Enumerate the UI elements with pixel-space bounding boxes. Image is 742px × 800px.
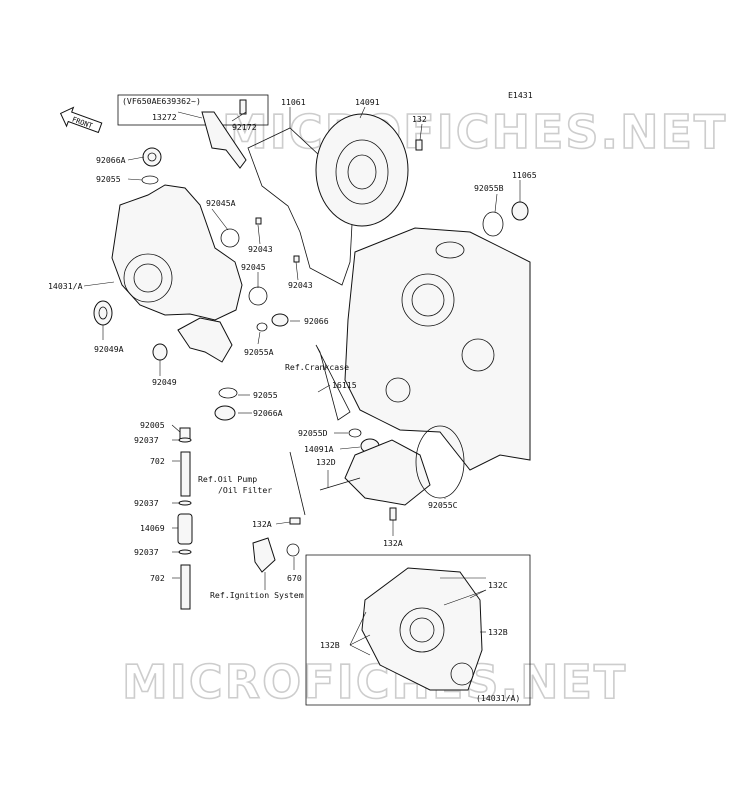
label-14091a: 14091A [304, 444, 334, 454]
pipe-column [177, 427, 193, 610]
label-inset-caption: (14031/A) [476, 693, 520, 703]
label-92049: 92049 [152, 377, 177, 387]
label-11065: 11065 [512, 170, 537, 180]
vf-note-box [117, 94, 269, 126]
water-pump-housing [177, 317, 233, 363]
label-ref-oil-pump-2: /Oil Filter [218, 485, 272, 495]
label-670: 670 [287, 573, 302, 583]
label-14069: 14069 [140, 523, 165, 533]
bracket-13272 [201, 111, 247, 169]
label-132-top: 132 [412, 114, 427, 124]
inset-box [305, 554, 531, 706]
label-92055-mid: 92055 [253, 390, 278, 400]
label-132a-left: 132A [252, 519, 272, 529]
oring-92055b [482, 211, 504, 237]
label-92055d: 92055D [298, 428, 328, 438]
label-92055-top: 92055 [96, 174, 121, 184]
oring-92055c [415, 425, 465, 499]
bolt-132-top [415, 139, 423, 151]
label-92066a-mid: 92066A [253, 408, 283, 418]
label-702-2: 702 [150, 573, 165, 583]
vf-note: (VF650AE639362~) [122, 96, 201, 106]
label-92055c: 92055C [428, 500, 458, 510]
label-92005: 92005 [140, 420, 165, 430]
label-132d: 132D [316, 457, 336, 467]
label-92055b: 92055B [474, 183, 504, 193]
label-92172: 92172 [232, 122, 257, 132]
label-ref-ignition: Ref.Ignition System [210, 590, 304, 600]
label-92043-b: 92043 [288, 280, 313, 290]
label-ref-crankcase: Ref.Crankcase [285, 362, 349, 372]
plate-14091 [315, 113, 409, 227]
inset-cover [361, 567, 483, 691]
label-702-1: 702 [150, 456, 165, 466]
label-14091: 14091 [355, 97, 380, 107]
label-92043-a: 92043 [248, 244, 273, 254]
label-92045: 92045 [241, 262, 266, 272]
crankcase [344, 227, 531, 471]
front-label: FRONT [71, 115, 94, 130]
label-132b-right: 132B [488, 627, 508, 637]
watermark-bottom: MICROFICHES.NET [122, 655, 627, 709]
label-13272: 13272 [152, 112, 177, 122]
label-92037-2: 92037 [134, 498, 159, 508]
callout-labels: 13272 92172 11061 14091 132 92066A 92055… [48, 97, 537, 703]
label-92045a: 92045A [206, 198, 236, 208]
label-11061: 11061 [281, 97, 306, 107]
bolt-92172 [239, 99, 247, 115]
watermark-top: MICROFICHES.NET [222, 105, 727, 159]
label-92066a-top: 92066A [96, 155, 126, 165]
label-92037-1: 92037 [134, 435, 159, 445]
label-132a-right: 132A [383, 538, 403, 548]
label-ref-oil-pump-1: Ref.Oil Pump [198, 474, 257, 484]
leader-lines [83, 106, 521, 656]
label-132b-left: 132B [320, 640, 340, 650]
diagram-code: E1431 [508, 90, 533, 100]
seal-11065 [511, 201, 529, 221]
label-14031a: 14031/A [48, 281, 83, 291]
ignition-sensor [252, 537, 276, 573]
label-92066: 92066 [304, 316, 329, 326]
label-92037-3: 92037 [134, 547, 159, 557]
label-132c: 132C [488, 580, 508, 590]
label-16115: 16115 [332, 380, 357, 390]
front-arrow-icon: FRONT [59, 106, 103, 134]
label-92049a: 92049A [94, 344, 124, 354]
label-92055a: 92055A [244, 347, 274, 357]
